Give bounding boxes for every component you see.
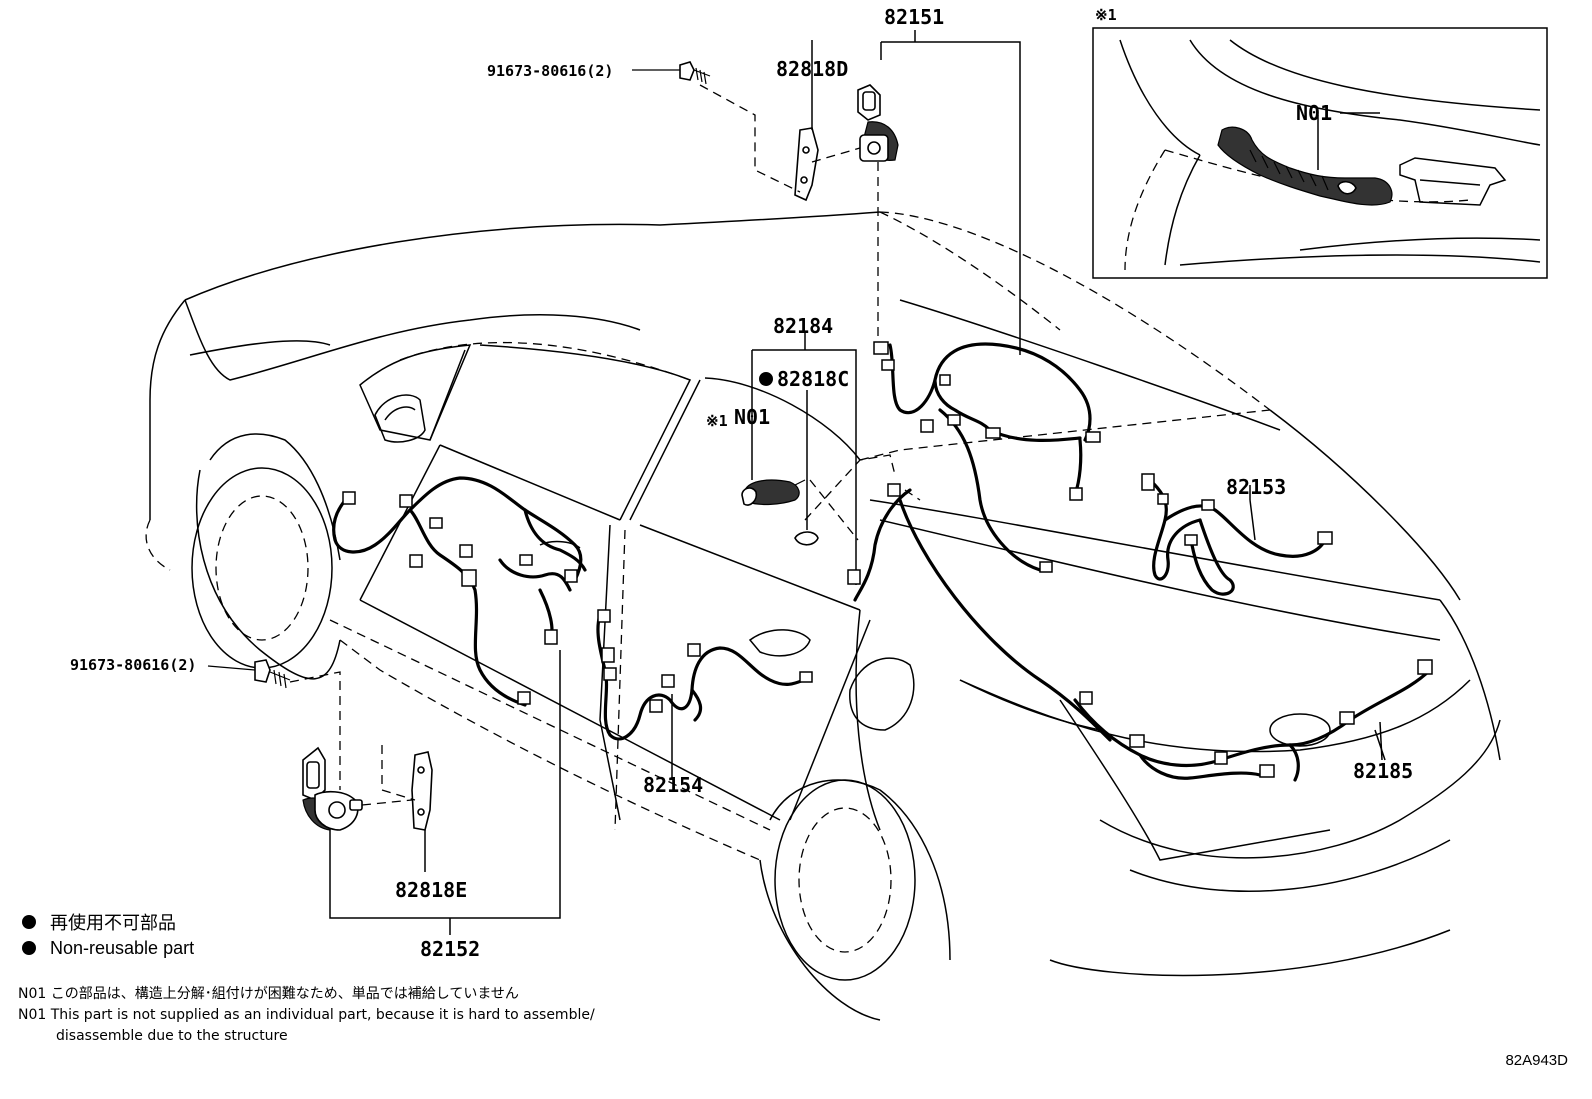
label-82818C: 82818C (777, 367, 849, 391)
notes: N01 この部品は、構造上分解･組付けが困難なため、単品では補給していません N… (18, 984, 595, 1047)
inset-label-n01: N01 (1296, 101, 1332, 125)
legend: 再使用不可部品 Non-reusable part (22, 909, 194, 961)
rear-bumper-harness (1073, 659, 1433, 782)
label-82818D: 82818D (776, 57, 848, 81)
label-82154: 82154 (643, 773, 703, 797)
legend-dot (22, 915, 36, 929)
rear-door-harness (596, 609, 813, 741)
legend-row-jp: 再使用不可部品 (22, 909, 194, 935)
note-en-line1: This part is not supplied as an individu… (50, 1007, 595, 1023)
inset-detail-box (1092, 27, 1548, 279)
quarter-harness (847, 483, 1112, 742)
legend-dot (22, 941, 36, 955)
rear-door-grommet-group (741, 333, 896, 585)
label-91673-top: 91673-80616(2) (487, 62, 613, 80)
note-en-prefix: N01 (18, 1007, 47, 1023)
label-82153: 82153 (1226, 475, 1286, 499)
inset-mark: ※1 (1095, 6, 1117, 24)
front-door-harness (332, 476, 587, 707)
hatch-harness (1141, 473, 1333, 596)
note-jp-prefix: N01 (18, 986, 47, 1002)
roof-connector-group (632, 30, 1021, 355)
roof-harness (873, 341, 1101, 573)
part-labels: 82151 82818D 91673-80616(2) 82184 82818C… (70, 5, 1413, 961)
label-82818E: 82818E (395, 878, 467, 902)
leader-lines (671, 485, 1383, 780)
label-82152: 82152 (420, 937, 480, 961)
label-91673-mid: 91673-80616(2) (70, 656, 196, 674)
note-jp: N01 この部品は、構造上分解･組付けが困難なため、単品では補給していません (18, 984, 595, 1005)
legend-jp-text: 再使用不可部品 (50, 913, 176, 933)
car-body-outline (145, 211, 1501, 1021)
note-en-line2: disassemble due to the structure (56, 1028, 288, 1044)
label-ref-mark: ※1 (706, 412, 728, 430)
non-reusable-dot (759, 372, 773, 386)
lower-grommet-group (207, 650, 561, 935)
note-en: N01 This part is not supplied as an indi… (18, 1005, 595, 1026)
note-jp-text: この部品は、構造上分解･組付けが困難なため、単品では補給していません (50, 986, 519, 1002)
label-82151: 82151 (884, 5, 944, 29)
label-82185: 82185 (1353, 759, 1413, 783)
label-n01: N01 (734, 405, 770, 429)
diagram-code: 82A943D (1505, 1052, 1568, 1069)
legend-en-text: Non-reusable part (50, 937, 195, 958)
label-82184: 82184 (773, 314, 833, 338)
legend-row-en: Non-reusable part (22, 935, 194, 961)
